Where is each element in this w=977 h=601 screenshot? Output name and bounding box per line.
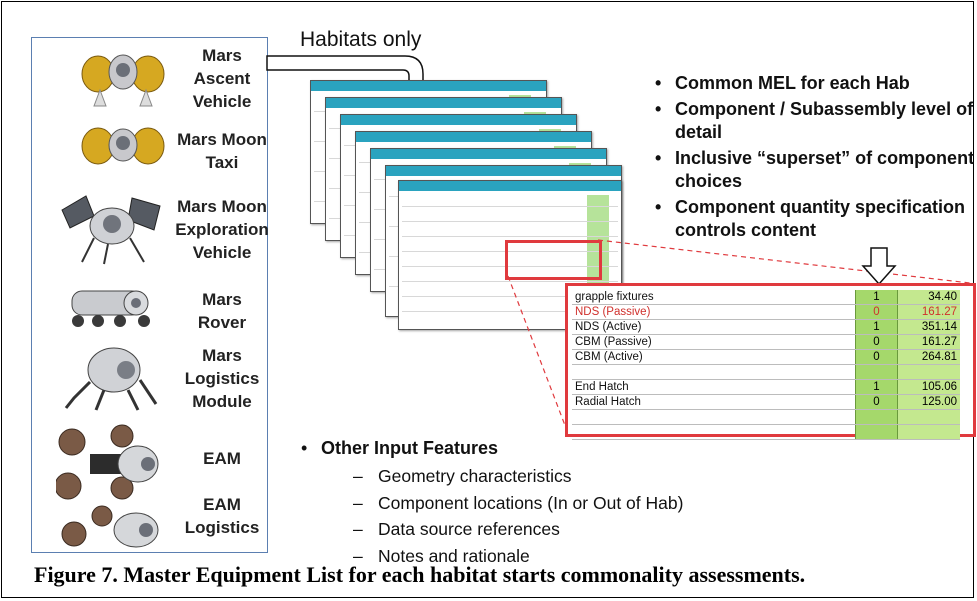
- quantity-cell: 0: [855, 334, 898, 350]
- table-row: [572, 409, 960, 425]
- figure-caption: Figure 7. Master Equipment List for each…: [34, 562, 806, 587]
- eam-logistics-icon: [61, 505, 159, 548]
- mass-value-cell: [897, 409, 960, 425]
- vehicle-label-exploration: Mars Moon Exploration Vehicle: [175, 197, 269, 262]
- eam-icon: [56, 424, 159, 500]
- vehicle-label-eam-logistics: EAM Logistics: [184, 495, 260, 537]
- component-name-cell: CBM (Passive): [572, 334, 856, 350]
- mass-value-cell: [897, 424, 960, 440]
- quantity-cell: [855, 424, 898, 440]
- mars-moon-taxi-icon: [81, 127, 165, 165]
- table-row: [572, 424, 960, 440]
- logistics-module-icon: [64, 347, 158, 411]
- mel-bullet-list: Common MEL for each Hab Component / Suba…: [655, 72, 975, 245]
- mass-value-cell: 34.40: [897, 290, 960, 305]
- exploration-vehicle-icon: [61, 195, 161, 265]
- down-arrow-icon: [861, 247, 897, 286]
- vehicle-label-mav: Mars Ascent Vehicle: [192, 46, 252, 111]
- component-name-cell: Radial Hatch: [572, 394, 856, 410]
- component-name-cell: CBM (Active): [572, 349, 856, 365]
- feature-item: Data source references: [299, 516, 683, 543]
- vehicle-label-logistics: Mars Logistics Module: [184, 346, 260, 411]
- component-name-cell: [572, 409, 856, 425]
- quantity-cell: 1: [855, 290, 898, 305]
- other-features-heading: Other Input Features: [299, 438, 683, 459]
- component-name-cell: [572, 424, 856, 440]
- bullet-item: Component quantity specification control…: [655, 196, 975, 242]
- quantity-cell: 1: [855, 319, 898, 335]
- sheet-highlight-box: [505, 240, 602, 280]
- quantity-cell: 0: [855, 349, 898, 365]
- mars-ascent-vehicle-icon: [81, 54, 165, 107]
- quantity-cell: 0: [855, 304, 898, 320]
- mass-value-cell: 125.00: [897, 394, 960, 410]
- mass-value-cell: 161.27: [897, 334, 960, 350]
- mass-value-cell: 105.06: [897, 379, 960, 395]
- quantity-cell: [855, 409, 898, 425]
- feature-item: Geometry characteristics: [299, 463, 683, 490]
- feature-item: Component locations (In or Out of Hab): [299, 490, 683, 517]
- mass-value-cell: 264.81: [897, 349, 960, 365]
- component-name-cell: [572, 364, 856, 380]
- quantity-cell: [855, 364, 898, 380]
- vehicle-label-taxi: Mars Moon Taxi: [177, 130, 267, 172]
- quantity-cell: 1: [855, 379, 898, 395]
- feature-item: Notes and rationale: [299, 543, 683, 570]
- mars-rover-icon: [71, 290, 150, 327]
- mass-value-cell: 351.14: [897, 319, 960, 335]
- table-row: [572, 364, 960, 380]
- vehicle-panel: Mars Ascent Vehicle Mars Moon Taxi Mars …: [31, 37, 269, 553]
- bullet-item: Inclusive “superset” of component choice…: [655, 147, 975, 193]
- bullet-item: Component / Subassembly level of detail: [655, 98, 975, 144]
- vehicle-label-rover: Mars Rover: [197, 290, 247, 332]
- mass-value-cell: 161.27: [897, 304, 960, 320]
- quantity-cell: 0: [855, 394, 898, 410]
- mass-value-cell: [897, 364, 960, 380]
- component-name-cell: grapple fixtures: [572, 290, 856, 305]
- vehicle-label-eam: EAM: [203, 449, 241, 468]
- bullet-item: Common MEL for each Hab: [655, 72, 975, 95]
- other-input-features: Other Input Features Geometry characteri…: [299, 438, 683, 569]
- component-name-cell: NDS (Passive): [572, 304, 856, 320]
- component-name-cell: End Hatch: [572, 379, 856, 395]
- zoom-connector-lines: [507, 239, 971, 429]
- component-name-cell: NDS (Active): [572, 319, 856, 335]
- habitats-only-label: Habitats only: [300, 28, 422, 51]
